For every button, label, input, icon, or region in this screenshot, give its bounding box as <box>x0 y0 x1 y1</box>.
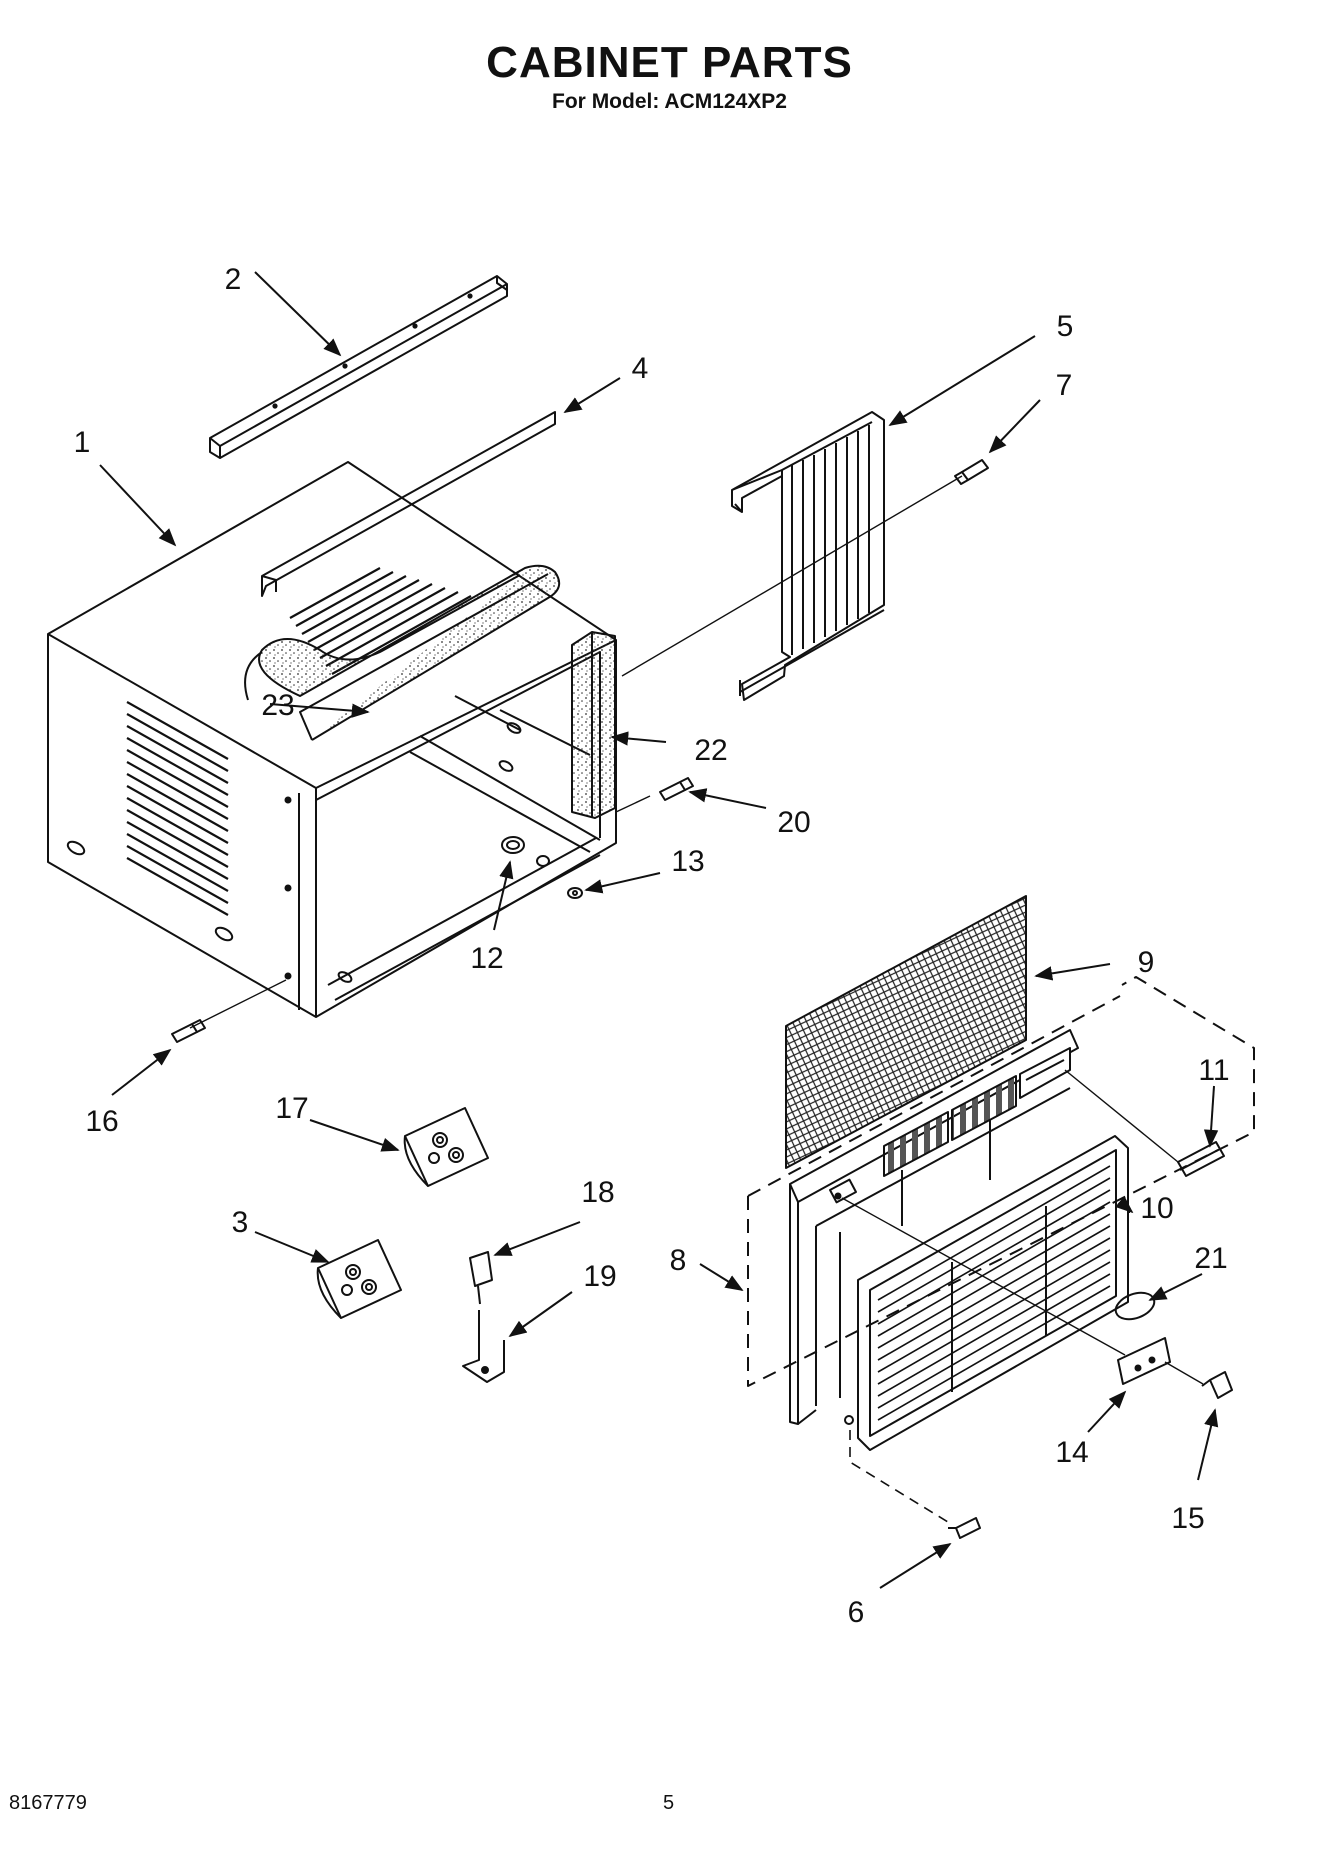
label-part <box>1114 1291 1156 1321</box>
callout-10: 10 <box>1140 1192 1173 1225</box>
screw-part-6 <box>948 1517 981 1539</box>
callout-11: 11 <box>1198 1054 1229 1087</box>
bracket-part-17 <box>403 1107 489 1187</box>
screw-part-15 <box>1201 1371 1233 1399</box>
callout-17: 17 <box>275 1092 308 1125</box>
callout-15: 15 <box>1171 1502 1204 1535</box>
callout-8: 8 <box>670 1244 687 1277</box>
screw-part-20 <box>659 777 694 801</box>
callout-4: 4 <box>632 352 649 385</box>
callout-13: 13 <box>671 845 704 878</box>
callout-23: 23 <box>261 689 294 722</box>
bracket-part-3 <box>316 1239 402 1319</box>
screw-part-16 <box>171 1019 206 1043</box>
screw-part-18 <box>469 1251 493 1305</box>
page-title: CABINET PARTS <box>486 38 853 87</box>
screw-part-7 <box>954 459 989 485</box>
callout-12: 12 <box>470 942 503 975</box>
callout-19: 19 <box>583 1260 616 1293</box>
callout-3: 3 <box>232 1206 249 1239</box>
top-strip-part <box>261 411 556 597</box>
bracket-part-14 <box>1117 1337 1171 1385</box>
page-number: 5 <box>663 1792 675 1814</box>
drain-fitting-part <box>501 836 525 854</box>
callout-21: 21 <box>1194 1242 1227 1275</box>
bracket-part-19 <box>462 1310 505 1383</box>
front-panel-part <box>789 1029 1079 1425</box>
model-subtitle: For Model: ACM124XP2 <box>552 90 787 113</box>
top-seal-part <box>244 564 561 741</box>
callout-20: 20 <box>777 806 810 839</box>
side-seal-part <box>571 631 616 819</box>
callout-14: 14 <box>1055 1436 1088 1469</box>
air-filter-part <box>785 895 1027 1169</box>
callout-9: 9 <box>1138 946 1155 979</box>
callout-18: 18 <box>581 1176 614 1209</box>
callout-22: 22 <box>694 734 727 767</box>
callout-2: 2 <box>225 263 242 296</box>
front-grille-part <box>844 1135 1129 1451</box>
cabinet-part <box>47 461 617 1018</box>
callout-6: 6 <box>848 1596 865 1629</box>
callout-5: 5 <box>1057 310 1074 343</box>
callout-16: 16 <box>85 1105 118 1138</box>
rear-grille-part <box>731 411 885 701</box>
document-number: 8167779 <box>9 1792 87 1814</box>
callout-7: 7 <box>1056 369 1073 402</box>
top-rail-part <box>209 275 508 459</box>
control-knob-part <box>1177 1141 1225 1177</box>
callout-1: 1 <box>74 426 91 459</box>
